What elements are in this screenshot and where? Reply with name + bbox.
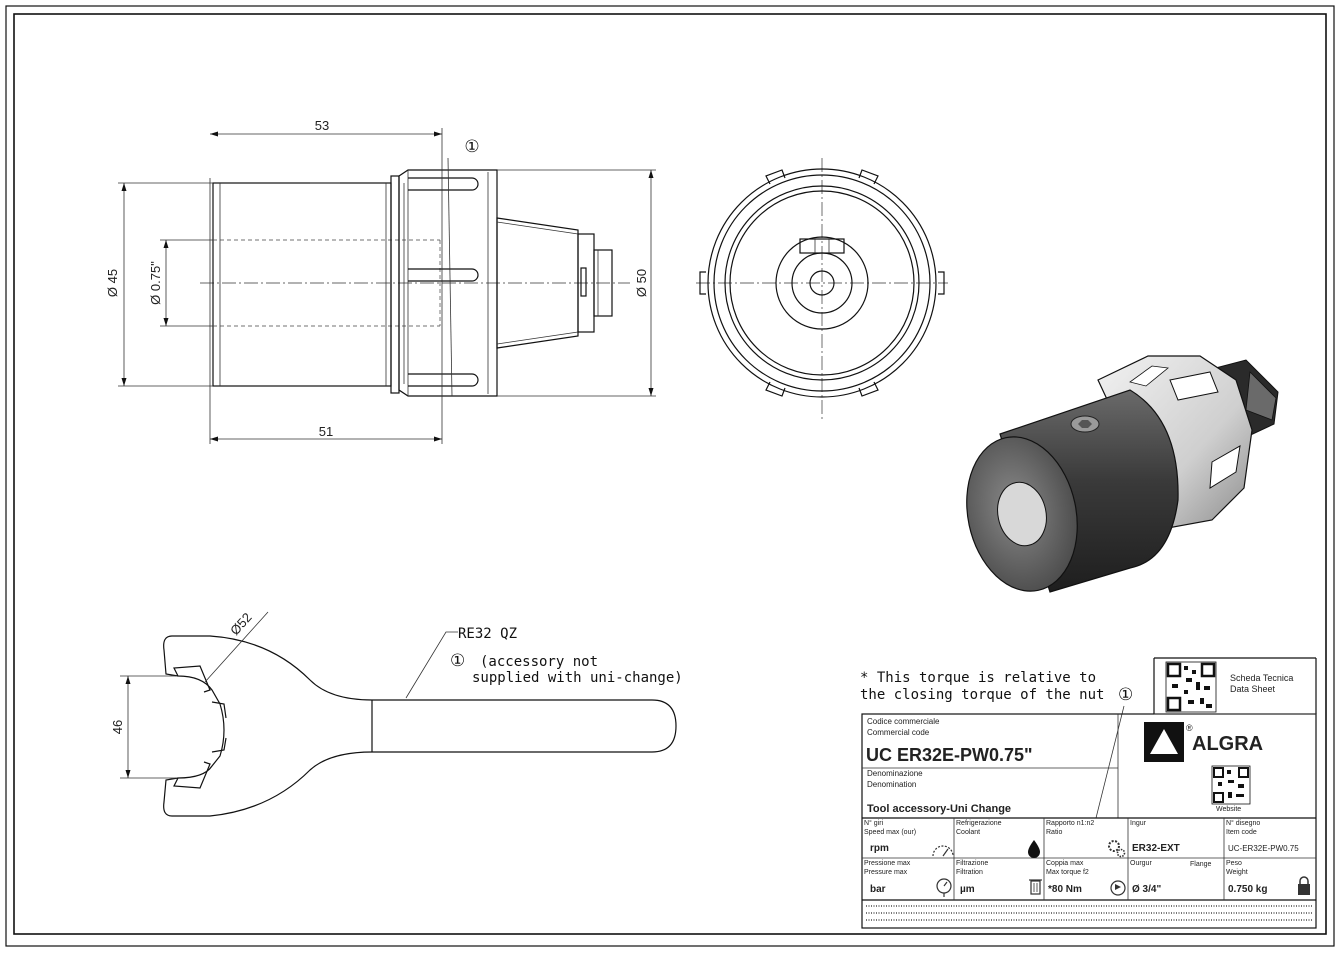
dim-length-bottom: 51 (319, 424, 333, 439)
isometric-view (966, 355, 1279, 593)
filter-bin-icon (1029, 879, 1042, 895)
pressure-gauge-icon (936, 878, 952, 897)
field-drawing-label-it: N° disegno (1226, 819, 1260, 827)
torque-note-leader (1095, 705, 1125, 819)
dim-wrench-diameter: Ø52 (227, 610, 255, 638)
dim-wrench-width: 46 (110, 720, 125, 734)
algra-logo: ® ALGRA (1144, 722, 1263, 762)
wrench-note-line2: supplied with uni-change) (472, 670, 683, 686)
end-view (696, 158, 948, 420)
denomination-label-it: Denominazione (867, 769, 923, 778)
field-speed-value: rpm (870, 843, 889, 854)
dim-bore-diameter: Ø 0.75" (148, 261, 163, 305)
commercial-code-value: UC ER32E-PW0.75" (866, 745, 1033, 765)
field-filtration-label-it: Filtrazione (956, 860, 988, 867)
sheet-inner-border (13, 13, 1327, 935)
gears-icon (1108, 840, 1126, 858)
sheet-outer-border (5, 5, 1335, 947)
field-drawing-label-en: Item code (1226, 829, 1257, 836)
field-weight-label-it: Peso (1226, 860, 1242, 867)
denomination-label-en: Denomination (867, 780, 916, 789)
side-view (118, 128, 656, 444)
torque-wrench-icon (1110, 880, 1126, 896)
callout-marker-note: ① (1118, 685, 1133, 705)
field-input-value: ER32-EXT (1132, 843, 1180, 854)
dim-length-top: 53 (315, 118, 329, 133)
datasheet-qr-code (1165, 661, 1217, 713)
title-block (861, 657, 1317, 929)
field-pressure-value: bar (870, 884, 886, 895)
field-torque-label-it: Coppia max (1046, 860, 1084, 867)
wrench-label: RE32 QZ (458, 626, 517, 642)
field-input-label-it: Ingur (1130, 820, 1147, 827)
website-qr-code (1211, 765, 1251, 805)
speed-gauge-icon (932, 845, 954, 857)
weight-lock-icon (1298, 876, 1310, 895)
torque-note-line1: * This torque is relative to (860, 670, 1096, 686)
field-output-label-en: Flange (1190, 861, 1212, 868)
field-speed-label-en: Speed max (our) (864, 829, 916, 836)
field-weight-value: 0.750 kg (1228, 884, 1267, 895)
field-weight-label-en: Weight (1226, 869, 1248, 876)
wrench-note-line1: (accessory not (480, 654, 598, 670)
field-ratio-label-it: Rapporto n1:n2 (1046, 820, 1094, 827)
denomination-value: Tool accessory-Uni Change (867, 803, 1011, 815)
field-filtration-label-en: Filtration (956, 869, 983, 876)
field-filtration-value: µm (960, 884, 975, 895)
field-torque-value: *80 Nm (1048, 884, 1082, 895)
callout-marker-wrench: ① (450, 651, 465, 671)
website-label: Website (1216, 806, 1241, 813)
field-torque-label-en: Max torque f2 (1046, 869, 1089, 876)
callout-marker-side: ① (464, 137, 479, 157)
field-coolant-label-en: Coolant (956, 829, 980, 836)
brand-name: ALGRA (1192, 733, 1263, 755)
datasheet-label-en: Data Sheet (1230, 684, 1276, 694)
coolant-drop-icon (1028, 840, 1040, 858)
dim-body-diameter: Ø 45 (105, 269, 120, 297)
field-pressure-label-it: Pressione max (864, 860, 911, 867)
dim-nut-diameter: Ø 50 (634, 269, 649, 297)
field-drawing-value: UC-ER32E-PW0.75 (1228, 844, 1299, 853)
torque-note-line2: the closing torque of the nut (860, 687, 1104, 703)
field-speed-label-it: N° giri (864, 819, 884, 827)
field-output-value: Ø 3/4" (1132, 884, 1161, 895)
wrench-drawing (120, 611, 677, 817)
datasheet-label-it: Scheda Tecnica (1230, 673, 1293, 683)
field-output-label-it: Ourgur (1130, 860, 1152, 867)
commercial-code-label-en: Commercial code (867, 728, 930, 737)
commercial-code-label-it: Codice commerciale (867, 717, 940, 726)
field-ratio-label-en: Ratio (1046, 829, 1062, 836)
brand-registered-mark: ® (1186, 723, 1193, 733)
field-pressure-label-en: Pressure max (864, 869, 908, 876)
field-coolant-label-it: Refrigerazione (956, 820, 1002, 827)
